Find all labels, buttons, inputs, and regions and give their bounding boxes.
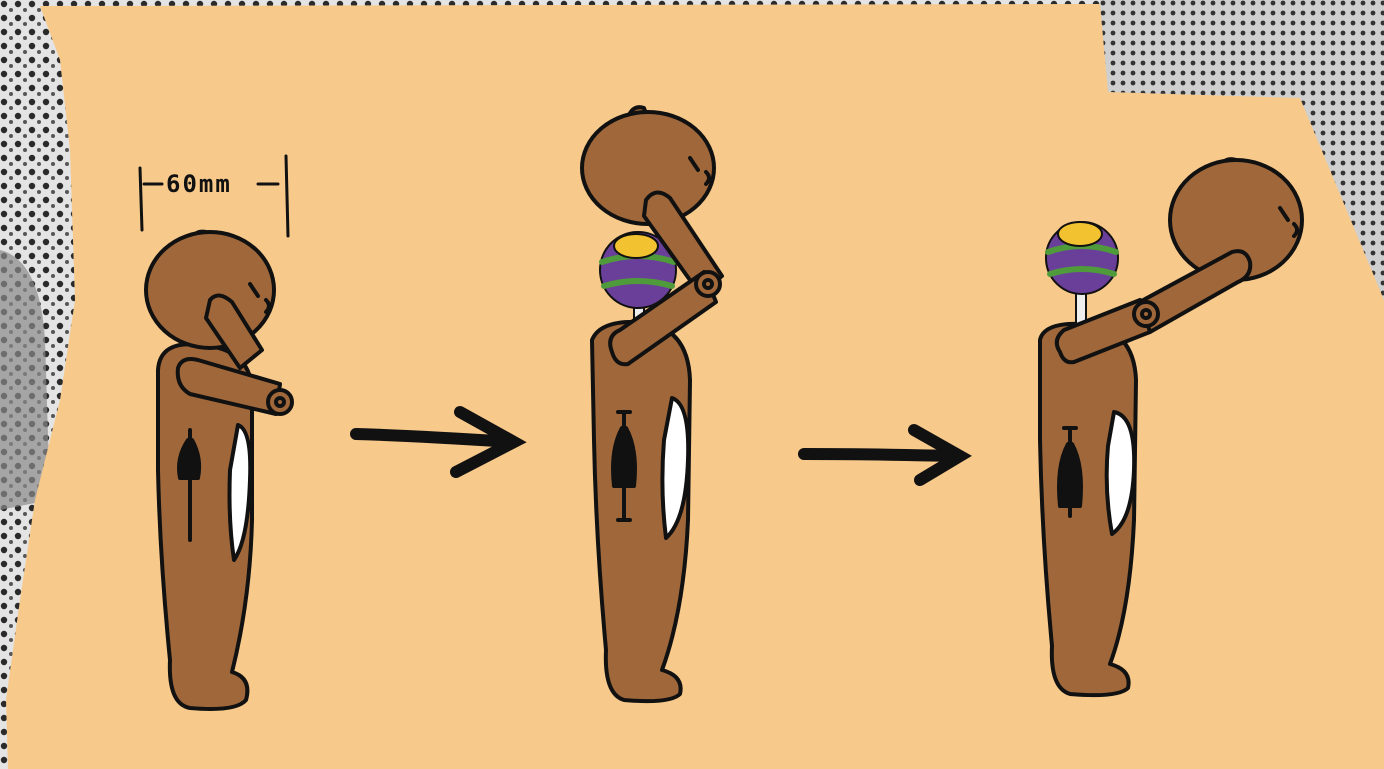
bear-1-elbow-joint: [268, 390, 292, 414]
bear-2-elbow-joint: [696, 272, 720, 296]
dimension-label: 60mm: [166, 170, 232, 198]
bear-3-elbow-joint: [1134, 302, 1158, 326]
